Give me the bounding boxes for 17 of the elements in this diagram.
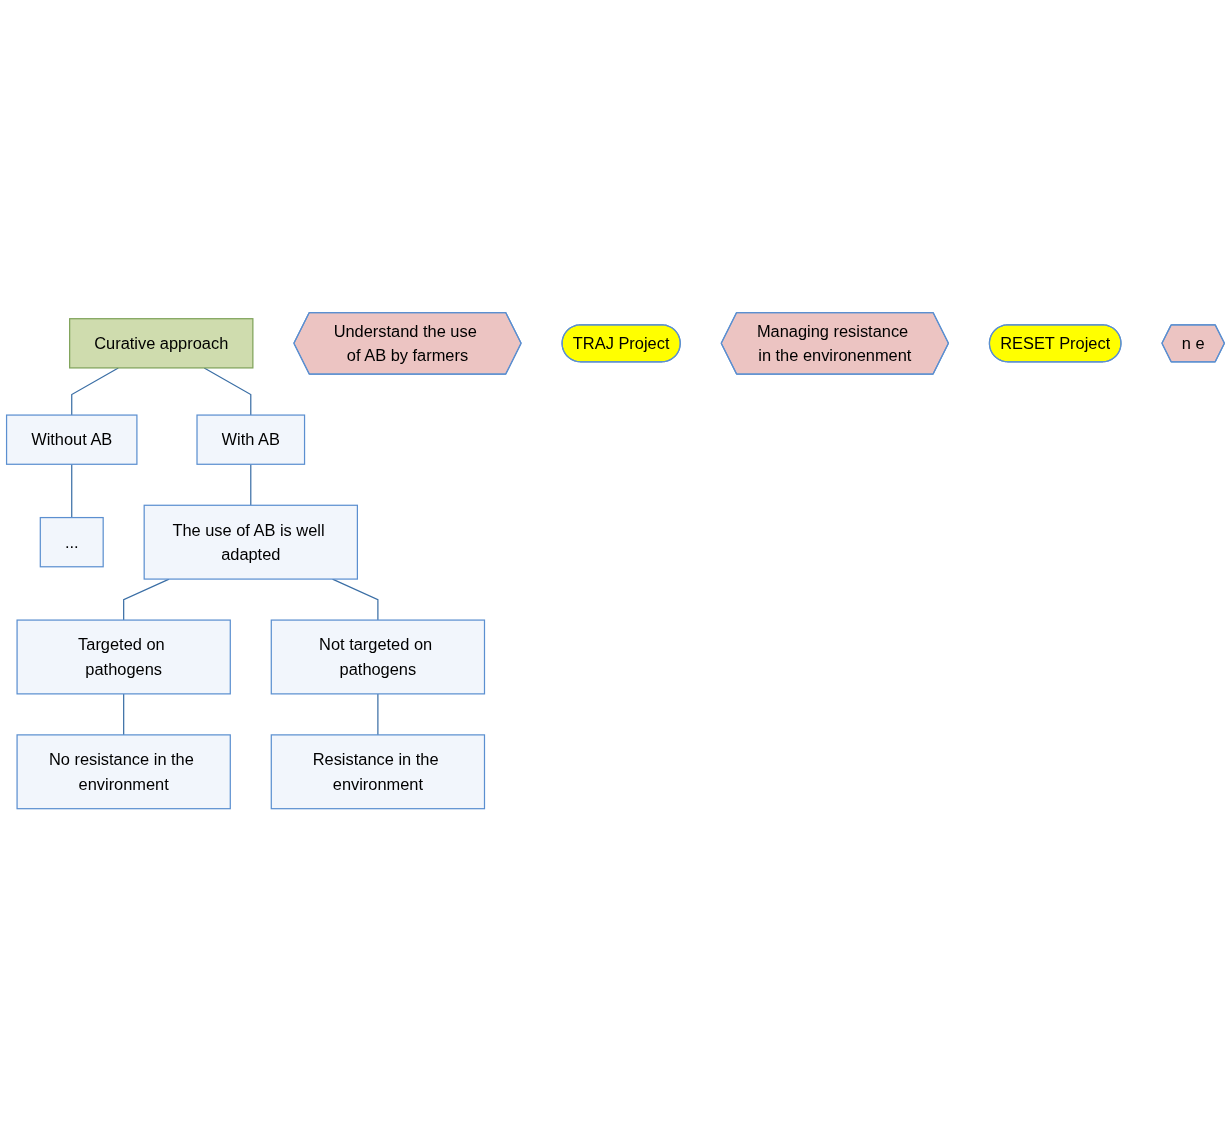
connector [123, 693, 125, 736]
connector [71, 367, 119, 416]
connector [250, 463, 252, 506]
node-box: Targeted on pathogens [16, 619, 231, 695]
node-box: Not targeted on pathogens [270, 619, 486, 695]
node-box: No resistance in the environment [16, 734, 231, 810]
node-box: The use of AB is well adapted [143, 504, 358, 580]
node-box: With AB [196, 414, 306, 465]
node-box: Resistance in the environment [270, 734, 486, 810]
node-box: Curative approach [69, 317, 254, 369]
connector [71, 463, 73, 519]
node-box: ... [39, 516, 104, 568]
node-box: Without AB [5, 414, 138, 465]
connector [331, 578, 379, 621]
connector [377, 693, 379, 736]
connector [123, 578, 170, 621]
connector [203, 367, 252, 416]
